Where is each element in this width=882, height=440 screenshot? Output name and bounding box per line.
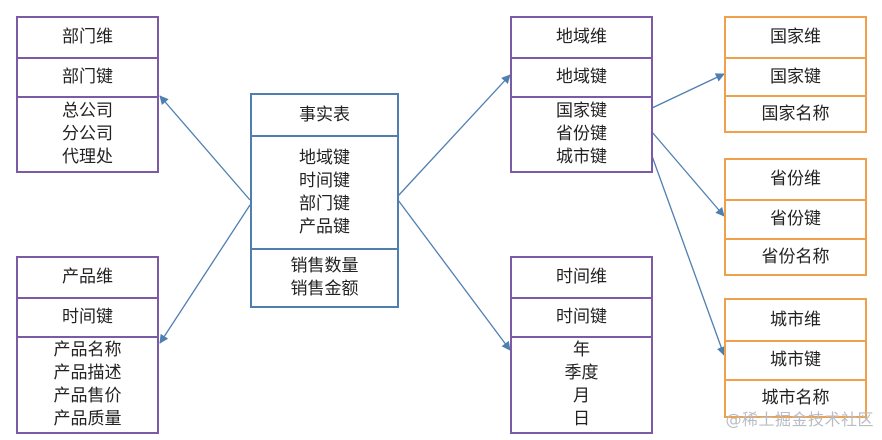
city-dimension-table: 城市维 城市键 城市名称 [724, 298, 867, 418]
product-attr: 产品描述 [53, 363, 122, 383]
fact-measure: 销售金额 [290, 279, 359, 299]
time-attr: 季度 [564, 363, 599, 383]
product-dimension-table: 产品维 时间键 产品名称 产品描述 产品售价 产品质量 [16, 256, 159, 434]
product-dim-key-text: 时间键 [62, 307, 113, 327]
arrow-fact-to-time [397, 199, 511, 351]
time-dim-attrs: 年 季度 月 日 [512, 336, 651, 432]
province-attr: 省份名称 [761, 246, 830, 267]
city-attr: 城市名称 [761, 388, 830, 408]
time-attr: 月 [573, 386, 590, 406]
province-dim-key-text: 省份键 [770, 209, 821, 229]
province-dim-title-text: 省份维 [770, 169, 821, 189]
arrow-region-to-province [651, 131, 725, 217]
department-dim-key: 部门键 [18, 57, 157, 96]
province-dim-attrs: 省份名称 [726, 238, 865, 274]
city-dim-key: 城市键 [726, 340, 865, 379]
department-dim-key-text: 部门键 [62, 67, 113, 87]
arrow-fact-to-department [159, 95, 251, 201]
time-dim-title: 时间维 [512, 258, 651, 297]
region-dim-title: 地域维 [512, 18, 651, 57]
fact-table-title-text: 事实表 [299, 104, 350, 125]
product-dim-attrs: 产品名称 产品描述 产品售价 产品质量 [18, 336, 157, 432]
region-dimension-table: 地域维 地域键 国家键 省份键 城市键 [510, 16, 653, 173]
arrow-region-to-city [651, 155, 726, 356]
province-dim-key: 省份键 [726, 199, 865, 238]
country-dimension-table: 国家维 国家键 国家名称 [724, 16, 867, 133]
time-dimension-table: 时间维 时间键 年 季度 月 日 [510, 256, 653, 434]
time-attr: 年 [573, 340, 590, 360]
product-attr: 产品名称 [53, 340, 122, 360]
time-dim-title-text: 时间维 [556, 267, 607, 287]
fact-key: 部门键 [299, 193, 350, 214]
fact-key: 地域键 [299, 147, 350, 168]
arrow-fact-to-region [397, 74, 511, 197]
product-dim-title-text: 产品维 [62, 267, 113, 287]
region-dim-key: 地域键 [512, 57, 651, 96]
department-attr: 代理处 [62, 147, 113, 167]
department-dim-title: 部门维 [18, 18, 157, 57]
watermark: @稀土掘金技术社区 [725, 410, 874, 429]
product-dim-title: 产品维 [18, 258, 157, 297]
region-attr: 国家键 [556, 101, 607, 121]
country-attr: 国家名称 [761, 103, 830, 124]
time-attr: 日 [573, 409, 590, 429]
region-dim-title-text: 地域维 [556, 27, 607, 47]
city-dim-key-text: 城市键 [770, 350, 821, 370]
province-dim-title: 省份维 [726, 160, 865, 199]
product-dim-key: 时间键 [18, 297, 157, 336]
department-attr: 总公司 [62, 101, 113, 121]
country-dim-key-text: 国家键 [770, 66, 821, 87]
product-attr: 产品售价 [53, 386, 122, 406]
country-dim-title: 国家维 [726, 18, 865, 57]
fact-key: 产品键 [299, 216, 350, 237]
country-dim-attrs: 国家名称 [726, 95, 865, 131]
city-dim-title-text: 城市维 [770, 309, 821, 330]
region-dim-attrs: 国家键 省份键 城市键 [512, 96, 651, 171]
fact-key: 时间键 [299, 170, 350, 191]
city-dim-title: 城市维 [726, 300, 865, 340]
department-dim-title-text: 部门维 [62, 27, 113, 47]
fact-measure: 销售数量 [290, 256, 359, 276]
region-attr: 城市键 [556, 147, 607, 167]
region-attr: 省份键 [556, 124, 607, 144]
product-attr: 产品质量 [53, 409, 122, 429]
fact-table-measures: 销售数量 销售金额 [252, 248, 397, 306]
arrow-region-to-country [651, 73, 725, 109]
city-dim-attrs: 城市名称 [726, 379, 865, 416]
arrow-fact-to-product [159, 204, 251, 344]
department-attr: 分公司 [62, 124, 113, 144]
fact-table: 事实表 地域键 时间键 部门键 产品键 销售数量 销售金额 [250, 93, 399, 308]
time-dim-key-text: 时间键 [556, 307, 607, 327]
department-dim-attrs: 总公司 分公司 代理处 [18, 96, 157, 171]
fact-table-keys: 地域键 时间键 部门键 产品键 [252, 135, 397, 248]
department-dimension-table: 部门维 部门键 总公司 分公司 代理处 [16, 16, 159, 173]
fact-table-title: 事实表 [252, 95, 397, 135]
country-dim-key: 国家键 [726, 57, 865, 95]
time-dim-key: 时间键 [512, 297, 651, 336]
region-dim-key-text: 地域键 [556, 67, 607, 87]
province-dimension-table: 省份维 省份键 省份名称 [724, 158, 867, 276]
country-dim-title-text: 国家维 [770, 27, 821, 47]
